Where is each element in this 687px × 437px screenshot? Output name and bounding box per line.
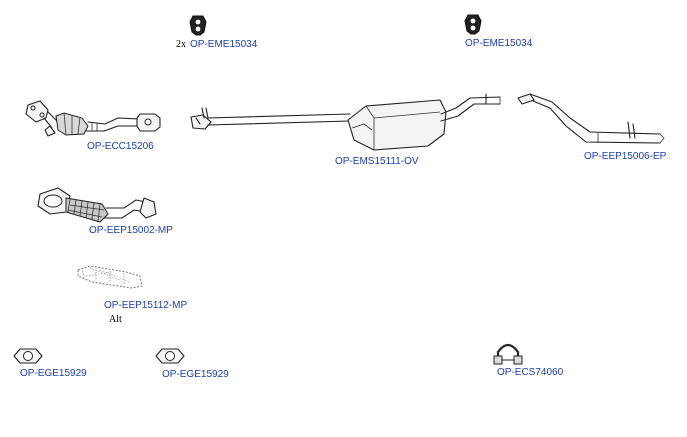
clamp-code[interactable]: OP-ECS74060 [497,367,564,378]
front-pipe-drawing[interactable] [37,187,157,223]
mount-left-qty: 2x [176,39,186,50]
alt-note: Alt [109,314,122,325]
mount-left-code[interactable]: OP-EME15034 [190,39,258,50]
alt-pipe-code[interactable]: OP-EEP15112-MP [104,300,188,311]
middle-silencer-drawing[interactable] [190,93,501,151]
front-pipe-code[interactable]: OP-EEP15002-MP [89,225,173,236]
rubber-mount-left-drawing[interactable] [189,15,207,36]
tail-pipe-code[interactable]: OP-EEP15006-EP [584,151,667,162]
mount-right-code[interactable]: OP-EME15034 [465,38,533,49]
gasket-2-drawing[interactable] [155,348,185,364]
gasket-1-drawing[interactable] [13,348,43,364]
clamp-drawing[interactable] [493,343,523,365]
middle-silencer-code[interactable]: OP-EMS15111-OV [335,156,419,167]
gasket-2-code[interactable]: OP-EGE15929 [162,369,229,380]
catalyst-drawing[interactable] [25,100,161,137]
alt-front-pipe-drawing[interactable] [77,265,143,289]
gasket-1-code[interactable]: OP-EGE15929 [20,368,87,379]
tail-pipe-drawing[interactable] [517,93,665,144]
catalyst-code[interactable]: OP-ECC15206 [87,141,154,152]
rubber-mount-right-drawing[interactable] [464,14,482,35]
